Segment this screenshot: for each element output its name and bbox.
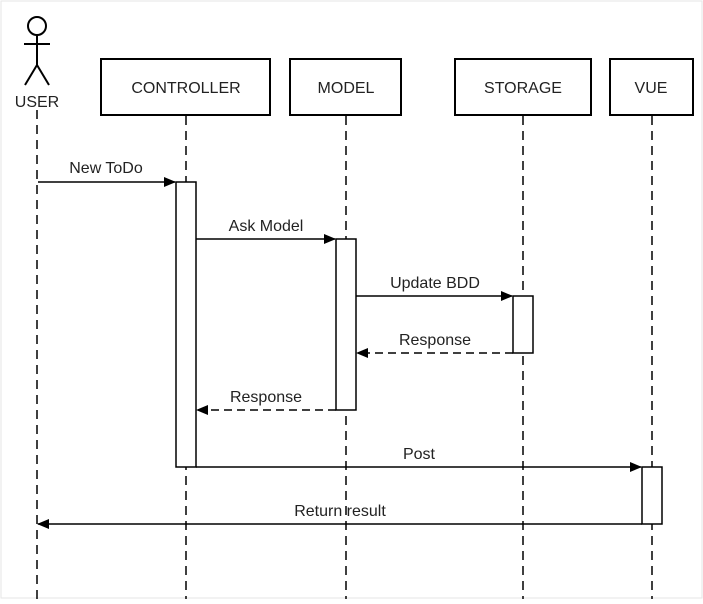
message-label: Post [403,446,436,463]
message-label: Response [399,332,471,349]
message-response-storage: Response [356,332,513,358]
participant-box [454,58,592,116]
activation-model [335,238,357,411]
participant-label: CONTROLLER [131,80,240,97]
user-actor [24,16,50,86]
message-label: Ask Model [229,218,304,235]
participant-label: VUE [635,80,668,97]
participant-box [100,58,271,116]
message-label: Update BDD [390,275,480,292]
message-label: New ToDo [69,160,143,177]
activation-storage [512,295,534,354]
message-return-result: Return result [37,503,642,529]
actor-right-leg [36,64,50,86]
message-update-bdd: Update BDD [356,275,513,301]
activation-controller [175,181,197,468]
participant-controller: CONTROLLER [100,58,271,116]
activation-bars [175,181,663,525]
actor-left-leg [24,64,38,86]
participant-box [289,58,402,116]
actor-head [27,16,47,36]
message-label: Response [230,389,302,406]
message-new-todo: New ToDo [38,160,176,187]
participant-box [609,58,694,116]
activation-vue [641,466,663,525]
actor-label: USER [15,94,59,111]
participant-label: STORAGE [484,80,562,97]
participant-vue: VUE [609,58,694,116]
message-ask-model: Ask Model [196,218,336,244]
message-post: Post [196,446,642,472]
participant-label: MODEL [318,80,375,97]
message-label: Return result [294,503,386,520]
participant-model: MODEL [289,58,402,116]
participant-storage: STORAGE [454,58,592,116]
message-response-model: Response [196,389,336,415]
